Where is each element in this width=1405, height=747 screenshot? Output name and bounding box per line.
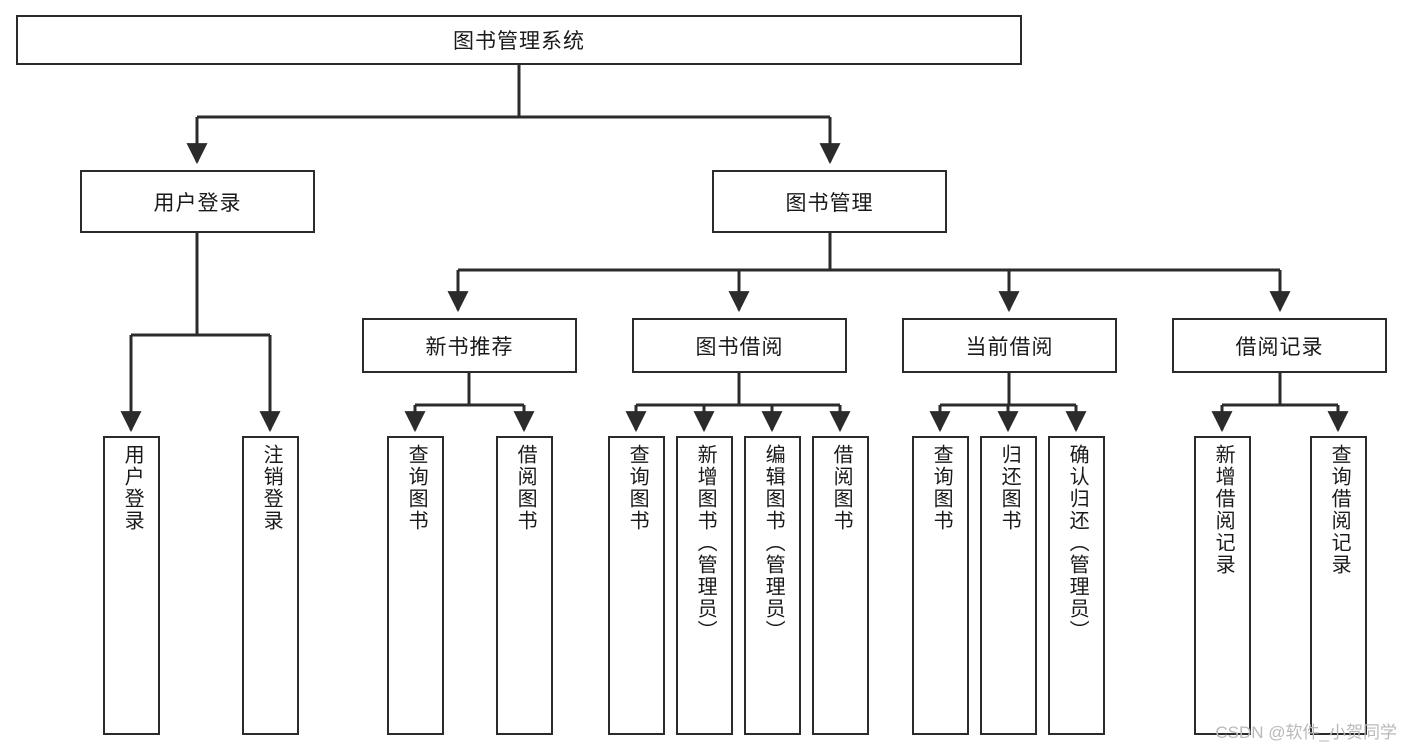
- node-label: 归还图书: [998, 444, 1021, 532]
- node-label: 查询图书: [930, 444, 953, 532]
- watermark: CSDN @软件_小贺同学: [1215, 723, 1397, 742]
- node-label: 当前借阅: [965, 335, 1054, 359]
- leaf-current-query-book[interactable]: 查询图书: [912, 436, 969, 735]
- node-label: 查询借阅记录: [1328, 444, 1351, 576]
- leaf-new-book-borrow[interactable]: 借阅图书: [496, 436, 553, 735]
- node-label: 借阅图书: [830, 444, 853, 532]
- node-label: 图书借阅: [695, 335, 784, 359]
- leaf-record-add[interactable]: 新增借阅记录: [1194, 436, 1251, 735]
- node-label: 借阅记录: [1235, 335, 1324, 359]
- node-book-management[interactable]: 图书管理: [712, 170, 947, 233]
- node-label: 用户登录: [121, 444, 144, 532]
- leaf-new-book-query[interactable]: 查询图书: [387, 436, 444, 735]
- node-label: 图书管理: [785, 191, 874, 215]
- node-label: 借阅图书: [514, 444, 537, 532]
- leaf-user-logout[interactable]: 注销登录: [242, 436, 299, 735]
- leaf-borrow-query-book[interactable]: 查询图书: [608, 436, 665, 735]
- node-root-system[interactable]: 图书管理系统: [16, 15, 1022, 65]
- node-label: 编辑图书（管理员）: [762, 444, 785, 642]
- leaf-borrow-add-book[interactable]: 新增图书（管理员）: [676, 436, 733, 735]
- node-user-login[interactable]: 用户登录: [80, 170, 315, 233]
- node-label: 用户登录: [153, 191, 242, 215]
- leaf-record-query[interactable]: 查询借阅记录: [1310, 436, 1367, 735]
- leaf-current-confirm-return[interactable]: 确认归还（管理员）: [1048, 436, 1105, 735]
- leaf-user-login[interactable]: 用户登录: [103, 436, 160, 735]
- node-book-borrow[interactable]: 图书借阅: [632, 318, 847, 373]
- leaf-current-return-book[interactable]: 归还图书: [980, 436, 1037, 735]
- node-new-book-recommend[interactable]: 新书推荐: [362, 318, 577, 373]
- leaf-borrow-edit-book[interactable]: 编辑图书（管理员）: [744, 436, 801, 735]
- leaf-borrow-borrow-book[interactable]: 借阅图书: [812, 436, 869, 735]
- node-current-borrow[interactable]: 当前借阅: [902, 318, 1117, 373]
- node-label: 注销登录: [260, 444, 283, 532]
- node-borrow-record[interactable]: 借阅记录: [1172, 318, 1387, 373]
- node-label: 确认归还（管理员）: [1066, 444, 1089, 642]
- node-label: 新书推荐: [425, 335, 514, 359]
- node-label: 新增借阅记录: [1212, 444, 1235, 576]
- node-label: 图书管理系统: [453, 30, 585, 53]
- node-label: 查询图书: [626, 444, 649, 532]
- node-label: 查询图书: [405, 444, 428, 532]
- node-label: 新增图书（管理员）: [694, 444, 717, 642]
